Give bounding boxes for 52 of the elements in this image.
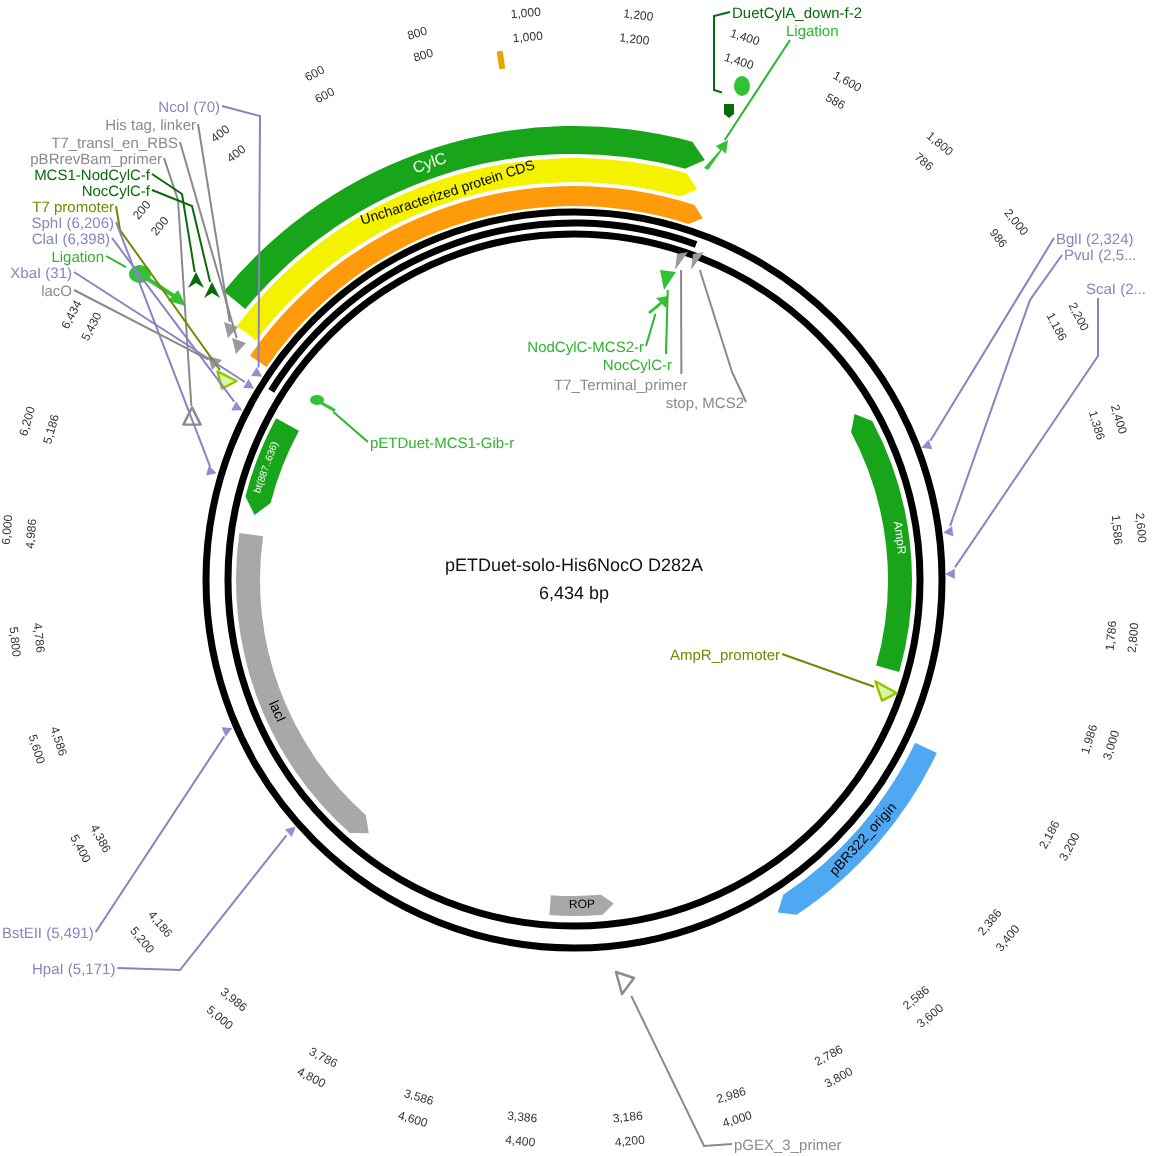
leader-line (723, 39, 791, 141)
primer-marker (648, 296, 668, 314)
feature-marker (690, 252, 704, 270)
cut-site-marker (920, 440, 933, 453)
leader-line (713, 11, 731, 94)
leader-line (115, 221, 212, 468)
leader-line (698, 269, 747, 403)
cut-site-marker (206, 466, 219, 479)
leader-line (151, 173, 196, 273)
promoter-marker (216, 370, 238, 390)
primer-marker (674, 252, 688, 270)
leader-line (645, 313, 657, 347)
feature-label: CylC (411, 150, 450, 178)
leader-line (680, 269, 683, 375)
leader-line (151, 189, 212, 283)
leader-line (665, 289, 669, 355)
leader-line (949, 254, 1063, 528)
primer-marker (702, 140, 728, 170)
cut-site-marker (941, 526, 954, 539)
primer-marker (182, 406, 202, 426)
primer-marker (310, 394, 336, 412)
primer-marker (722, 76, 752, 118)
promoter-marker (874, 680, 898, 702)
feature-marker (232, 338, 246, 354)
leader-line (73, 271, 246, 383)
leader-line (105, 255, 127, 269)
cut-site-marker (944, 567, 957, 580)
leader-line (73, 289, 209, 361)
feature-marker (494, 50, 508, 70)
primer-marker (188, 272, 204, 288)
leader-line (332, 411, 369, 443)
cut-site-marker (285, 823, 298, 836)
feature-marker (208, 356, 222, 370)
plasmid-name: pETDuet-solo-His6NocO D282A (444, 555, 704, 577)
leader-line (929, 237, 1055, 442)
leader-line (781, 653, 875, 688)
leader-line (179, 141, 238, 339)
primer-marker (660, 270, 676, 290)
cut-site-marker (244, 379, 257, 392)
leader-line (221, 105, 261, 369)
leader-line (163, 157, 193, 407)
leader-line (630, 995, 733, 1148)
leader-line (197, 123, 231, 323)
primer-marker (126, 262, 186, 306)
cut-site-marker (222, 724, 235, 737)
plasmid-length: 6,434 bp (538, 583, 610, 605)
leader-line (115, 205, 221, 371)
primer-marker (204, 282, 220, 298)
primer-marker (614, 970, 636, 996)
leader-line (111, 237, 236, 403)
leader-line (954, 297, 1099, 569)
cut-site-marker (232, 401, 245, 414)
